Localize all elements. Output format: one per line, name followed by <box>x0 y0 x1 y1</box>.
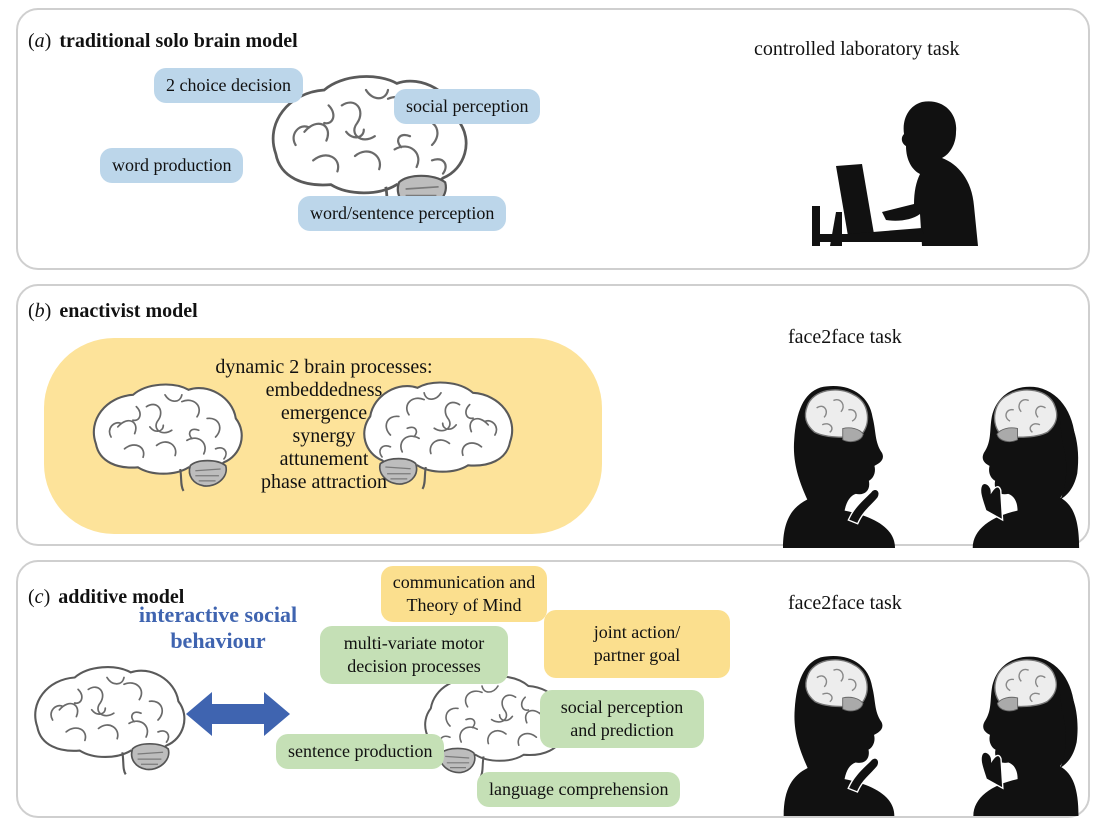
label-joint-action-line2: partner goal <box>593 645 681 665</box>
label-2-choice-decision: 2 choice decision <box>154 68 303 103</box>
two-brain-processes-list: dynamic 2 brain processes: embeddedness … <box>194 356 454 494</box>
panel-a-title: (a)traditional solo brain model <box>28 30 298 52</box>
additive-left-brain-illustration <box>34 665 186 776</box>
panel-b-letter: b <box>34 300 45 322</box>
label-motor-line1: multi-variate motor <box>343 633 485 653</box>
label-word-production: word production <box>100 148 244 183</box>
person-speaking-silhouette <box>971 386 1080 548</box>
process-phase-attraction: phase attraction <box>260 471 388 493</box>
label-social-perception-line2: and prediction <box>570 720 674 740</box>
panel-c-letter: c <box>34 586 44 608</box>
bidirectional-arrow-icon <box>186 692 290 736</box>
label-communication-theory-of-mind: communication and Theory of Mind <box>381 566 547 622</box>
label-communication-line1: communication and <box>392 572 536 592</box>
interactive-social-behaviour-label: interactive social behaviour <box>118 602 318 654</box>
panel-c-task-label: face2face task <box>788 592 902 614</box>
panel-additive-model: (c)additive model face2face task interac… <box>16 560 1090 818</box>
label-social-perception: social perception <box>394 89 541 124</box>
panel-traditional-solo-brain-model: (a)traditional solo brain model controll… <box>16 8 1090 270</box>
process-emergence: emergence <box>280 402 368 424</box>
interactive-social-line: interactive social <box>138 602 298 627</box>
panel-a-task-label: controlled laboratory task <box>754 38 960 60</box>
process-attunement: attunement <box>279 448 369 470</box>
panel-a-letter: a <box>34 30 45 52</box>
person-at-laptop-silhouette <box>812 101 978 246</box>
panel-b-task-label: face2face task <box>788 326 902 348</box>
label-sentence-production: sentence production <box>276 734 445 769</box>
label-joint-action-partner-goal: joint action/ partner goal <box>544 610 730 678</box>
process-heading: dynamic 2 brain processes: <box>215 356 433 378</box>
panel-b-title: (b)enactivist model <box>28 300 198 322</box>
label-joint-action-line1: joint action/ <box>593 622 681 642</box>
label-motor-line2: decision processes <box>347 656 481 676</box>
process-synergy: synergy <box>292 425 356 447</box>
panel-a-name: traditional solo brain model <box>59 30 298 52</box>
panel-b-name: enactivist model <box>59 300 198 322</box>
label-social-perception-prediction: social perception and prediction <box>540 690 704 748</box>
label-multi-variate-motor-decision: multi-variate motor decision processes <box>320 626 508 684</box>
label-word-sentence-perception: word/sentence perception <box>298 196 507 231</box>
panel-enactivist-model: (b)enactivist model face2face task dynam… <box>16 284 1090 548</box>
additive-person-speaking-silhouette <box>972 655 1080 816</box>
label-social-perception-line1: social perception <box>560 697 684 717</box>
person-thinking-silhouette <box>782 385 896 548</box>
process-embeddedness: embeddedness <box>265 379 383 401</box>
label-language-comprehension: language comprehension <box>477 772 681 807</box>
panel-c-name: additive model <box>58 586 185 608</box>
label-communication-line2: Theory of Mind <box>406 595 522 615</box>
panel-c-title: (c)additive model <box>28 586 185 608</box>
additive-person-thinking-silhouette <box>782 655 896 816</box>
behaviour-line: behaviour <box>170 628 266 653</box>
